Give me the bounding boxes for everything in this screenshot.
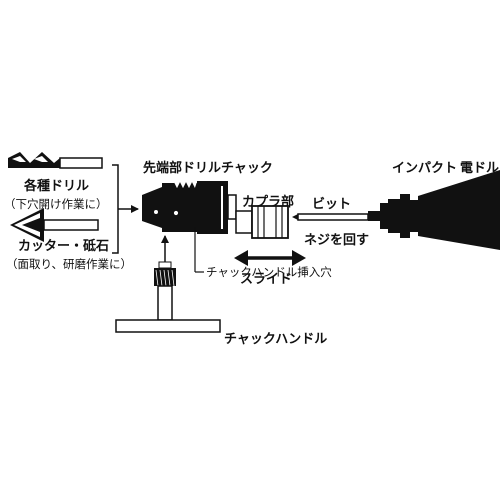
slide-arrow (234, 250, 306, 266)
handle-hole-dot (172, 209, 180, 217)
drill-chuck-illustration (142, 181, 237, 234)
cutter-sublabel: （面取り、研磨作業に） (6, 257, 132, 271)
bit-illustration (292, 213, 369, 221)
drill-bit-illustration (8, 152, 103, 169)
coupler-illustration (235, 205, 289, 239)
chuck-tip-label: 先端部ドリルチャック (143, 160, 273, 176)
electric-drill-label: 電ドル (460, 161, 499, 176)
cutter-label: カッター・砥石 (18, 238, 109, 254)
bracket (112, 164, 119, 254)
drill-sublabel: （下穴開け作業に） (4, 197, 108, 211)
slide-label: スライド (240, 272, 292, 287)
chuck-handle-label: チャックハンドル (224, 332, 327, 347)
cutter-illustration (10, 208, 99, 242)
screw-label: ネジを回す (304, 233, 369, 248)
bit-label: ビット (312, 196, 351, 212)
chuck-handle-illustration (115, 261, 221, 333)
impact-driver-illustration (368, 170, 500, 250)
handle-hole-label: チャックハンドル挿入穴 (206, 265, 332, 279)
drill-label: 各種ドリル (23, 178, 89, 194)
impact-label: インパクト (392, 161, 457, 176)
